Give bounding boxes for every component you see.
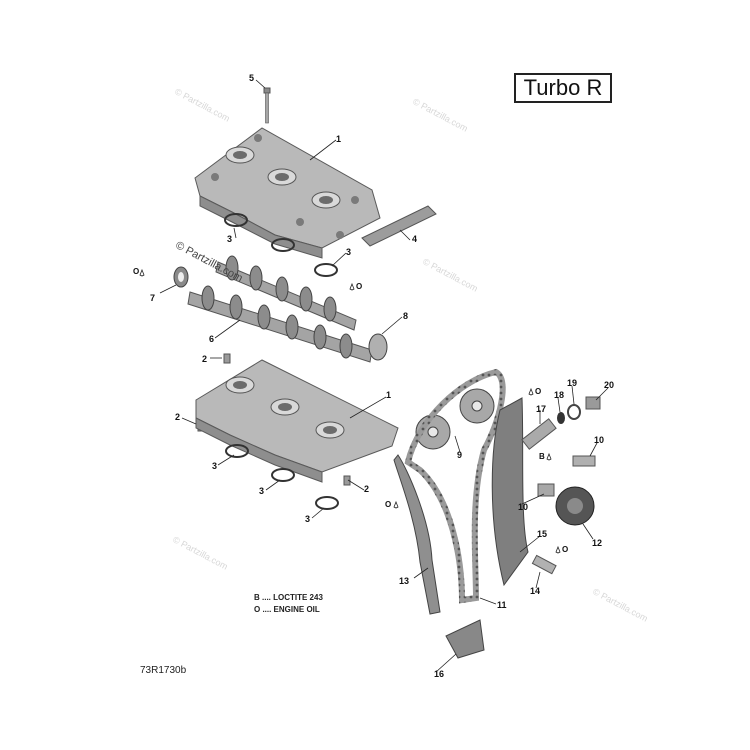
- callout-3-a: 3: [227, 234, 232, 244]
- callout-7: 7: [150, 293, 155, 303]
- legend-engine-oil: O .... ENGINE OIL: [254, 605, 320, 614]
- callout-17: 17: [536, 404, 546, 414]
- callout-10-a: 10: [594, 435, 604, 445]
- droplet-icon: [393, 500, 399, 509]
- shafts-part-10: [537, 455, 596, 497]
- callout-3-d: 3: [259, 486, 264, 496]
- callout-11: 11: [497, 600, 507, 610]
- oil-seal-part-7: [173, 266, 189, 288]
- gear-part-12: [555, 486, 595, 526]
- bolt-part-5: [263, 87, 271, 124]
- plug-part-20: [585, 396, 601, 410]
- o-ring-group-lower: [225, 444, 339, 510]
- droplet-icon: [546, 452, 552, 461]
- callout-1-lower: 1: [386, 390, 391, 400]
- callout-5: 5: [249, 73, 254, 83]
- callout-12: 12: [592, 538, 602, 548]
- timing-chain-part-11: [404, 368, 506, 604]
- callout-labels: 1 1 2 2 2 3 3 3 3 3 4 5 6 7 8 9 10 10 11…: [150, 73, 614, 679]
- droplet-icon: [139, 268, 145, 277]
- callout-3-b: 3: [346, 247, 351, 257]
- callout-16: 16: [434, 669, 444, 679]
- tensioner-piston-part-14: [531, 554, 557, 575]
- callout-9: 9: [457, 450, 462, 460]
- callout-2-c: 2: [364, 484, 369, 494]
- model-badge: Turbo R: [514, 73, 612, 103]
- callout-8: 8: [403, 311, 408, 321]
- callout-2-a: 2: [202, 354, 207, 364]
- callout-4: 4: [412, 234, 417, 244]
- callout-20: 20: [604, 380, 614, 390]
- callout-10-b: 10: [518, 502, 528, 512]
- droplet-icon: [555, 545, 561, 554]
- upper-camshaft-carrier: [194, 127, 381, 259]
- callout-13: 13: [399, 576, 409, 586]
- oil-marker-chain: O: [385, 500, 391, 509]
- callout-3-e: 3: [305, 514, 310, 524]
- callout-18: 18: [554, 390, 564, 400]
- chain-tensioner-guide-part-13: [393, 454, 441, 615]
- chain-guide-rail: [491, 397, 529, 587]
- droplet-icon: [528, 387, 534, 396]
- ring-part-19: [567, 404, 581, 420]
- callout-19: 19: [567, 378, 577, 388]
- loctite-marker-10: B: [539, 452, 545, 461]
- legend-loctite: B .... LOCTITE 243: [254, 593, 323, 602]
- legend: B .... LOCTITE 243 O .... ENGINE OIL: [254, 592, 323, 616]
- tensioner-spring-part-17: [521, 418, 557, 450]
- leader-lines: [159, 79, 609, 673]
- callout-1-upper: 1: [336, 134, 341, 144]
- oil-marker-camshaft: O: [356, 282, 362, 291]
- chain-guide-part-16: [445, 619, 485, 659]
- lower-camshaft-carrier: [195, 359, 399, 483]
- washer-part-18: [557, 412, 565, 424]
- callout-3-c: 3: [212, 461, 217, 471]
- droplet-icons: [139, 268, 561, 554]
- gasket-strip-part-4: [361, 205, 437, 247]
- camshaft-pair-part-6: [187, 255, 388, 363]
- callout-6: 6: [209, 334, 214, 344]
- callout-2-b: 2: [175, 412, 180, 422]
- callout-15: 15: [537, 529, 547, 539]
- droplet-icon: [349, 282, 355, 291]
- oil-marker-7: O: [133, 267, 139, 276]
- marker-labels: O O O O O O B: [133, 267, 568, 554]
- diagram-reference-code: 73R1730b: [140, 665, 187, 676]
- callout-14: 14: [530, 586, 540, 596]
- o-ring-group-upper: [224, 213, 338, 277]
- oil-marker-17: O: [535, 387, 541, 396]
- oil-marker-15: O: [562, 545, 568, 554]
